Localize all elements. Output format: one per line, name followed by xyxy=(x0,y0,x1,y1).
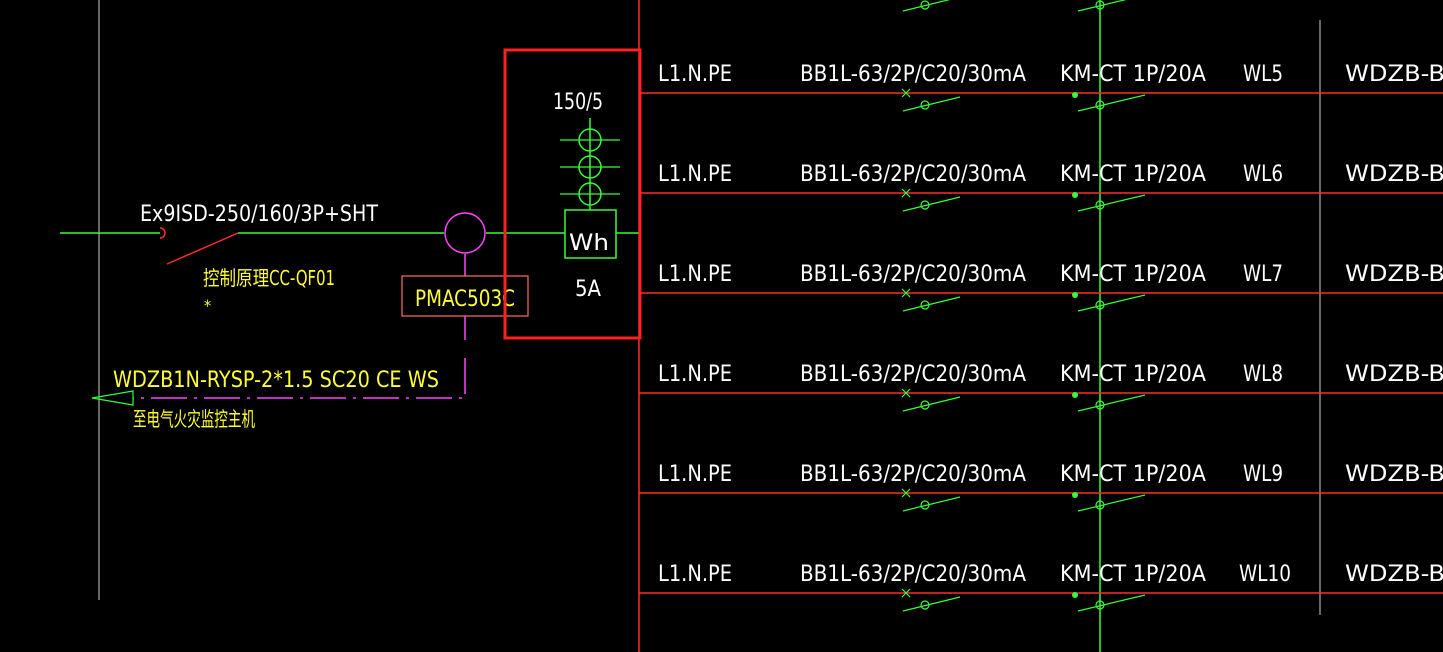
contactor-contact-icon xyxy=(1095,400,1105,410)
circuit-number-label: WL9 xyxy=(1243,462,1283,487)
breaker-blade xyxy=(902,296,961,312)
contactor-dot-icon xyxy=(1072,492,1078,498)
contactor-blade xyxy=(1077,494,1146,512)
breaker-contact-icon xyxy=(920,300,930,310)
breaker-blade-partial xyxy=(902,0,951,12)
breaker-cross-icon xyxy=(901,88,911,98)
contactor-dot-icon xyxy=(1072,592,1078,598)
circuit-breaker-label: BB1L-63/2P/C20/30mA xyxy=(800,562,1026,587)
circuit-phase-label: L1.N.PE xyxy=(658,362,732,387)
monitor-cable-label: WDZB1N-RYSP-2*1.5 SC20 CE WS xyxy=(113,368,439,393)
ct-coil-2 xyxy=(578,155,602,179)
contactor-contact-icon xyxy=(1095,200,1105,210)
circuit-contactor-label: KM-CT 1P/20A xyxy=(1060,562,1206,587)
circuit-contactor-label: KM-CT 1P/20A xyxy=(1060,62,1206,87)
breaker-trip-symbol xyxy=(159,227,166,239)
contactor-dot-icon xyxy=(1072,292,1078,298)
contactor-contact-icon xyxy=(1095,100,1105,110)
breaker-blade xyxy=(902,596,961,612)
contactor-blade xyxy=(1077,94,1146,112)
circuit-number-label: WL5 xyxy=(1243,62,1283,87)
circuit-phase-label: L1.N.PE xyxy=(658,562,732,587)
breaker-contact-icon xyxy=(920,500,930,510)
control-principle-label: 控制原理CC-QF01 xyxy=(203,266,335,290)
circuit-breaker-label: BB1L-63/2P/C20/30mA xyxy=(800,162,1026,187)
contactor-blade xyxy=(1077,294,1146,312)
circuit-cable-label: WDZB-B xyxy=(1345,262,1443,287)
circuit-number-label: WL7 xyxy=(1243,262,1283,287)
breaker-contact-icon xyxy=(920,400,930,410)
breaker-blade xyxy=(902,196,961,212)
incoming-feeder xyxy=(60,212,639,276)
ct-coil-3 xyxy=(578,182,602,206)
breaker-contact-icon xyxy=(920,600,930,610)
contactor-dot-icon xyxy=(1072,392,1078,398)
circuit-breaker-label: BB1L-63/2P/C20/30mA xyxy=(800,362,1026,387)
contactor-dot-icon xyxy=(1072,192,1078,198)
circuit-cable-label: WDZB-B xyxy=(1345,162,1443,187)
breaker-blade xyxy=(902,396,961,412)
contactor-blade xyxy=(1077,194,1146,212)
energy-meter-symbol: Wh xyxy=(569,231,609,256)
circuit-phase-label: L1.N.PE xyxy=(658,262,732,287)
monitor-cable xyxy=(133,358,466,399)
breaker-cross-icon xyxy=(901,188,911,198)
ct-coil-1 xyxy=(578,128,602,152)
circuit-number-label: WL6 xyxy=(1243,162,1283,187)
circuit-breaker-label: BB1L-63/2P/C20/30mA xyxy=(800,462,1026,487)
breaker-contact-icon xyxy=(920,0,930,10)
breaker-blade xyxy=(166,232,239,265)
contactor-dot-icon xyxy=(1072,92,1078,98)
circuit-cable-label: WDZB-B xyxy=(1345,462,1443,487)
circuit-cable-label: WDZB-B xyxy=(1345,362,1443,387)
current-transformers xyxy=(560,128,620,206)
breaker-cross-icon xyxy=(901,588,911,598)
circuit-breaker-label: BB1L-63/2P/C20/30mA xyxy=(800,62,1026,87)
circuit-number-label: WL10 xyxy=(1239,562,1291,587)
ct-ratio-label: 150/5 xyxy=(553,90,603,115)
contactor-contact-icon xyxy=(1095,0,1105,10)
contactor-contact-icon xyxy=(1095,600,1105,610)
metering-group: 150/5 Wh 5A xyxy=(553,90,620,302)
contactor-blade xyxy=(1077,394,1146,412)
ct-monitor-circle xyxy=(444,212,486,254)
circuit-cable-label: WDZB-B xyxy=(1345,62,1443,87)
breaker-cross-icon xyxy=(901,488,911,498)
energy-meter-box xyxy=(564,209,617,259)
circuit-number-label: WL8 xyxy=(1243,362,1283,387)
control-mark: * xyxy=(204,296,211,315)
contactor-contact-icon xyxy=(1095,500,1105,510)
breaker-blade xyxy=(902,96,961,112)
circuit-phase-label: L1.N.PE xyxy=(658,462,732,487)
circuit-phase-label: L1.N.PE xyxy=(658,62,732,87)
outgoing-circuits: L1.N.PE BB1L-63/2P/C20/30mA KM-CT 1P/20A WL… xyxy=(639,0,1443,612)
breaker-contact-icon xyxy=(920,100,930,110)
circuit-phase-label: L1.N.PE xyxy=(658,162,732,187)
circuit-cable-label: WDZB-B xyxy=(1345,562,1443,587)
contactor-blade xyxy=(1077,594,1146,612)
monitor-cable-destination: 至电气火灾监控主机 xyxy=(133,407,255,431)
circuit-contactor-label: KM-CT 1P/20A xyxy=(1060,162,1206,187)
breaker-contact-icon xyxy=(920,200,930,210)
monitor-device-label: PMAC503C xyxy=(415,287,515,312)
circuit-breaker-label: BB1L-63/2P/C20/30mA xyxy=(800,262,1026,287)
contactor-contact-icon xyxy=(1095,300,1105,310)
circuit-contactor-label: KM-CT 1P/20A xyxy=(1060,262,1206,287)
incoming-breaker-label: Ex9ISD-250/160/3P+SHT xyxy=(140,202,379,227)
circuit-contactor-label: KM-CT 1P/20A xyxy=(1060,462,1206,487)
monitor-cable-arrow xyxy=(91,390,134,406)
circuit-contactor-label: KM-CT 1P/20A xyxy=(1060,362,1206,387)
breaker-blade xyxy=(902,496,961,512)
breaker-cross-icon xyxy=(901,388,911,398)
meter-current-label: 5A xyxy=(575,277,601,302)
contactor-blade-partial xyxy=(1077,0,1127,12)
breaker-cross-icon xyxy=(901,288,911,298)
highlight-box xyxy=(503,48,642,340)
